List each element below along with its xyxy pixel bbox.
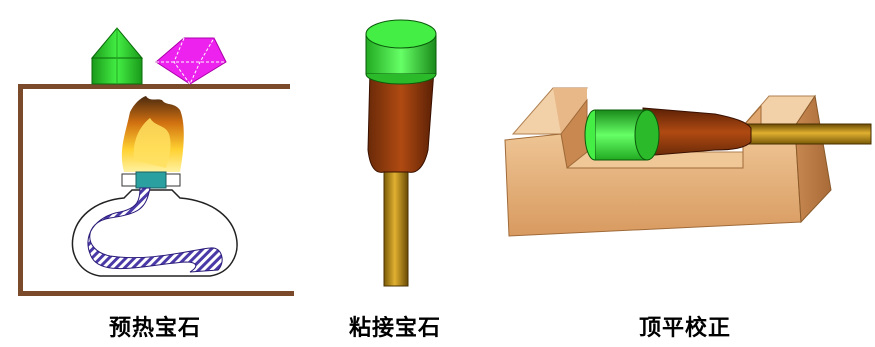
cylinder-gem-icon bbox=[365, 19, 437, 85]
burner-wick-icon bbox=[121, 171, 181, 189]
panel-preheat bbox=[0, 0, 300, 300]
magenta-gem-icon bbox=[155, 37, 227, 85]
heating-frame bbox=[18, 84, 294, 296]
correction-illustration bbox=[504, 87, 872, 237]
alcohol-lamp-icon bbox=[71, 187, 238, 277]
caption-correct: 顶平校正 bbox=[638, 316, 732, 341]
panel-glue bbox=[340, 0, 450, 300]
glue-illustration bbox=[365, 19, 437, 287]
green-gem-icon bbox=[90, 27, 144, 85]
panel-correct bbox=[495, 0, 875, 300]
caption-preheat: 预热宝石 bbox=[108, 316, 202, 341]
preheat-illustration bbox=[18, 27, 294, 296]
dop-wax-horizontal-icon bbox=[642, 107, 752, 157]
dop-rod-horizontal-icon bbox=[746, 123, 872, 145]
caption-glue: 粘接宝石 bbox=[348, 316, 442, 341]
cylinder-gem-horizontal-icon bbox=[584, 109, 660, 161]
dop-rod-icon bbox=[383, 167, 409, 287]
dop-wax-icon bbox=[367, 69, 435, 173]
flame-icon bbox=[121, 96, 184, 172]
